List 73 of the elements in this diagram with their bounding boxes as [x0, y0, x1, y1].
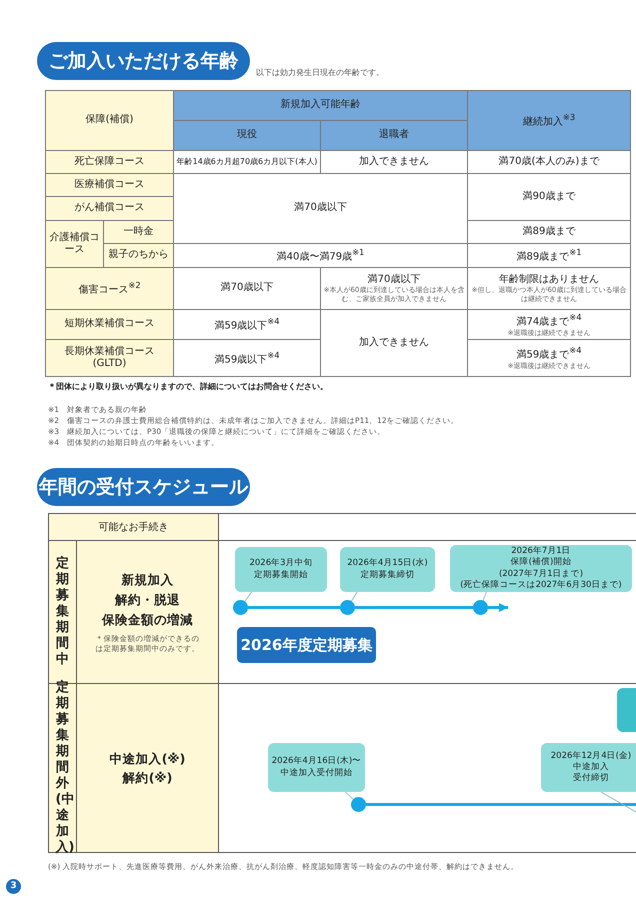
period-box: 2026年度定期募集	[237, 627, 376, 663]
heading-pill: ご加入いただける年齢	[37, 42, 250, 80]
callout-box	[235, 547, 327, 592]
column-header-cell: 新規加入可能年齢	[174, 90, 468, 120]
procedure-text: 保険金額の増減	[102, 611, 193, 629]
cell-text: 満70歳以下	[366, 274, 422, 286]
timeline-line	[355, 606, 473, 609]
timeline-dot	[473, 600, 488, 615]
table-cell: 満89歳まで	[468, 220, 630, 244]
table-cell: 満40歳〜満79歳$^{※1}$	[174, 244, 468, 268]
callout-box	[340, 547, 435, 592]
callout-text: 保障(補償)開始	[510, 557, 572, 568]
table-cell: 加入できません	[320, 150, 468, 174]
callout-box	[450, 545, 632, 592]
leader-line	[244, 592, 252, 602]
callout-text: 中途加入受付開始	[280, 768, 352, 779]
callout-text: 受付締切	[573, 773, 609, 784]
callout-text: 2026年12月4日(金)	[550, 750, 632, 762]
timeline-line	[488, 603, 508, 612]
column-header-cell: 退職者	[320, 120, 468, 150]
timeline-dot	[351, 797, 366, 812]
leader-line	[351, 592, 358, 602]
callout-box	[268, 743, 365, 792]
callout-text: 2026年4月15日(水)	[347, 558, 428, 570]
leader-line	[482, 592, 487, 601]
cell-text: 年齢制限はありません	[498, 274, 600, 286]
callout-text: 2026年4月16日(木)〜	[272, 756, 362, 768]
subtitle-text: 以下は効力発生日現在の年齢です。	[256, 67, 384, 78]
row-header-cell: 可能なお手続き	[48, 513, 219, 541]
row-header-cell: 介護補償コース	[46, 220, 104, 268]
leader-line	[600, 792, 636, 812]
callout-text: (死亡保障コースは2027年6月30日まで)	[460, 580, 622, 591]
timeline-dot	[233, 600, 248, 615]
callout-text: 定期募集開始	[254, 570, 308, 581]
table-cell: 満70歳(本人のみ)まで	[468, 150, 630, 174]
table-cell: 満90歳まで	[468, 174, 630, 220]
row-header-cell: 死亡保障コース	[46, 150, 174, 174]
timeline-line	[248, 606, 340, 609]
timeline-dot	[340, 600, 355, 615]
row-header-cell: 傷害コース$^{※2}$	[46, 268, 174, 310]
procedure-text: 解約(※)	[122, 769, 172, 787]
row-header-cell: 短期休業補償コース	[46, 310, 174, 340]
callout-text: (2027年7月1日まで)	[498, 568, 584, 580]
row-header-cell: 長期休業補償コース (GLTD)	[46, 340, 174, 376]
procedure-text: 解約・脱退	[115, 591, 180, 609]
table-cell: 満70歳以下	[174, 174, 468, 244]
callout-text: 中途加入	[573, 762, 609, 772]
procedure-text: 中途加入(※)	[110, 750, 186, 768]
column-header-cell: 継続加入$^{※3}$	[468, 90, 630, 150]
table-cell: 加入できません	[320, 310, 468, 376]
table-cell: 満59歳以下$^{※4}$	[174, 310, 320, 340]
cell-text: 満74歳まで$^{※4}$	[515, 312, 582, 329]
cell-text: 満59歳まで$^{※4}$	[515, 345, 582, 362]
callout-text: 定期募集締切	[360, 570, 414, 581]
row-header-cell: がん補償コース	[46, 196, 174, 220]
page-number: 3	[6, 879, 21, 894]
table-cell: 満70歳以下	[174, 268, 320, 310]
column-header-cell: 現役	[174, 120, 320, 150]
row-header-cell: 医療補償コース	[46, 174, 174, 196]
leader-line	[345, 792, 354, 800]
timeline-line	[366, 803, 636, 806]
callout-text: 2026年3月中旬	[249, 558, 313, 570]
callout-text: 2026年7月1日	[511, 546, 571, 557]
note-text: ＊団体により取り扱いが異なりますので、詳細についてはお問合せください。	[48, 381, 328, 392]
vertical-heading: 定期募集期間中	[56, 556, 70, 668]
table-cell: 年齢14歳6カ月超70歳6カ月以下(本人)	[174, 150, 320, 174]
row-header-cell: 一時金	[104, 220, 174, 244]
heading-pill: 年間の受付スケジュール	[37, 468, 250, 506]
table-cell: 満89歳まで$^{※1}$	[468, 244, 630, 268]
row-header-cell: 保障(補償)	[46, 90, 174, 150]
callout-box	[541, 743, 636, 792]
procedure-text: 新規加入	[122, 571, 174, 589]
row-header-cell: 親子のちから	[104, 244, 174, 268]
